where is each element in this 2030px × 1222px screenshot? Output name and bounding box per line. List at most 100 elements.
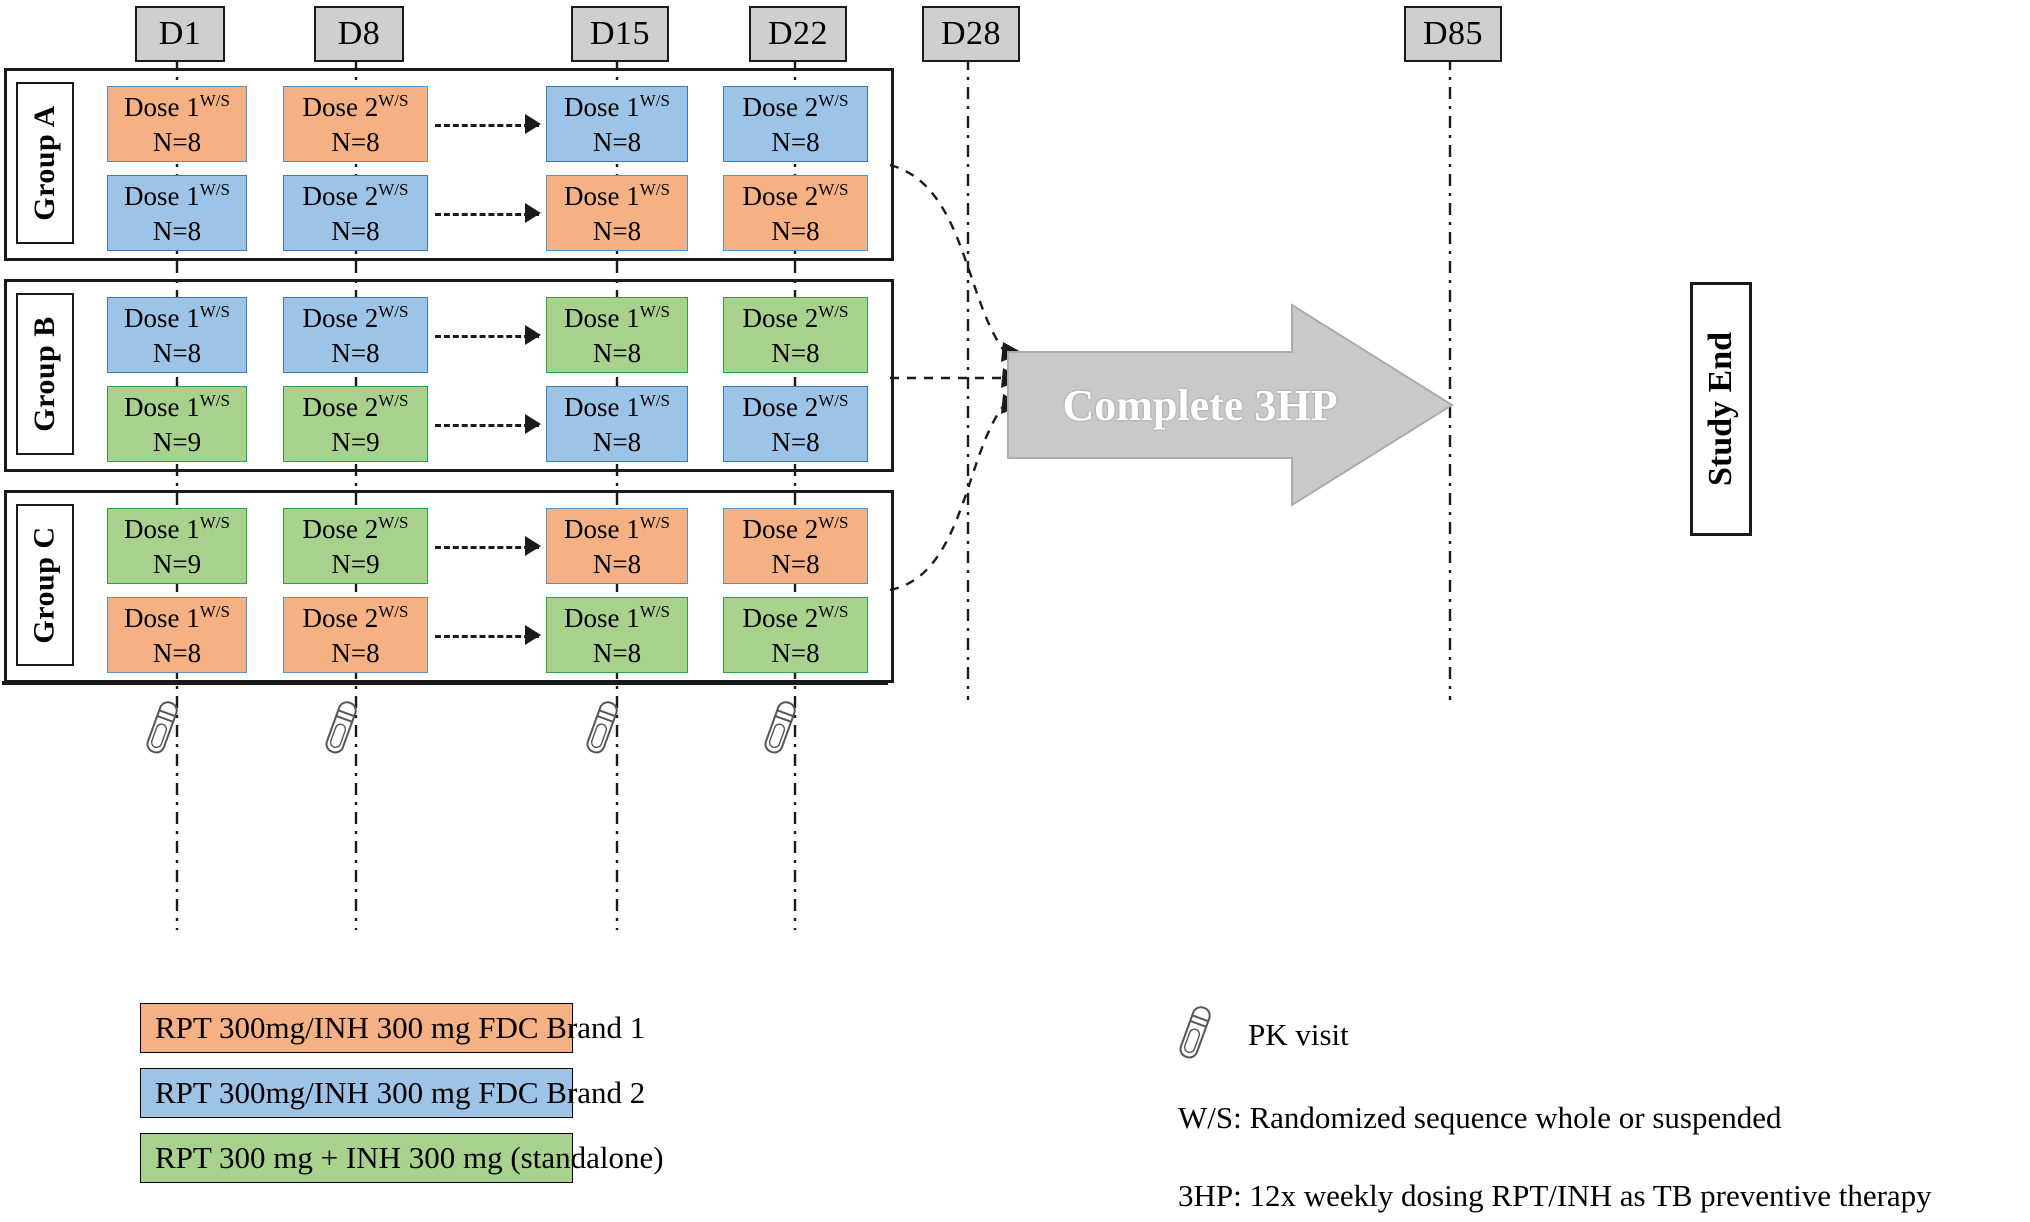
dose-label: Dose 1W/S [124,179,230,211]
day-chip-d1: D1 [135,6,225,62]
pk-baseline [2,681,888,685]
dose-box: Dose 2W/S N=9 [283,386,428,462]
legend-label: RPT 300 mg + INH 300 mg (standalone) [155,1140,664,1175]
dose-n: N=9 [152,427,202,457]
legend-label: RPT 300mg/INH 300 mg FDC Brand 1 [155,1010,646,1045]
dose-box: Dose 2W/S N=9 [283,508,428,584]
group-label-c: Group C [16,504,74,666]
dose-box: Dose 1W/S N=8 [546,297,688,373]
test-tube-icon [146,701,178,754]
dose-box: Dose 1W/S N=8 [107,86,247,162]
dose-label: Dose 2W/S [742,179,849,211]
legend-item-brand-2: RPT 300mg/INH 300 mg FDC Brand 2 [140,1068,645,1118]
dose-box: Dose 2W/S N=8 [723,297,868,373]
dose-box: Dose 1W/S N=8 [546,508,688,584]
day-chip-d15: D15 [571,6,669,62]
dose-box: Dose 1W/S N=8 [546,175,688,251]
crossover-arrow [435,536,541,556]
dose-n: N=8 [771,549,820,579]
crossover-arrow [435,203,541,223]
complete-3hp-label: Complete 3HP [1062,380,1338,430]
study-end-label: Study End [1702,331,1740,487]
feeder-group-a [889,163,1006,353]
dose-box: Dose 2W/S N=8 [723,86,868,162]
dose-box: Dose 2W/S N=8 [723,386,868,462]
dose-n: N=8 [152,216,202,246]
dose-box: Dose 1W/S N=8 [546,86,688,162]
dose-n: N=8 [592,549,642,579]
dose-n: N=8 [331,638,380,668]
test-tube-icon [586,701,618,754]
dose-n: N=9 [331,427,380,457]
dose-box: Dose 1W/S N=9 [107,508,247,584]
dose-label: Dose 1W/S [564,179,670,211]
dose-label: Dose 2W/S [302,390,409,422]
crossover-arrow [435,625,541,645]
dose-label: Dose 2W/S [302,90,409,122]
dose-label: Dose 2W/S [742,90,849,122]
dose-label: Dose 2W/S [302,179,409,211]
group-label-a: Group A [16,82,74,244]
group-label-text: Group B [28,316,61,432]
dose-box: Dose 2W/S N=8 [723,597,868,673]
dose-label: Dose 2W/S [742,390,849,422]
day-chip-d28: D28 [922,6,1020,62]
dose-box: Dose 1W/S N=8 [107,175,247,251]
day-chip-label: D28 [940,15,1002,52]
dose-box: Dose 2W/S N=8 [283,86,428,162]
day-chip-label: D15 [589,15,651,52]
dose-label: Dose 1W/S [124,301,230,333]
test-tube-icon [764,701,796,754]
dose-n: N=8 [152,638,202,668]
dose-label: Dose 1W/S [564,390,670,422]
dose-label: Dose 1W/S [564,90,670,122]
legend-item-brand-1: RPT 300mg/INH 300 mg FDC Brand 1 [140,1003,645,1053]
day-chip-d22: D22 [749,6,847,62]
day-chip-label: D22 [767,15,829,52]
feeder-group-c [889,403,1006,592]
dose-n: N=8 [771,338,820,368]
test-tube-icon [1179,1006,1211,1059]
note-ws: W/S: Randomized sequence whole or suspen… [1178,1100,1782,1135]
legend-label: RPT 300mg/INH 300 mg FDC Brand 2 [155,1075,646,1110]
dose-box: Dose 1W/S N=9 [107,386,247,462]
study-end-box: Study End [1690,282,1752,536]
dose-box: Dose 1W/S N=8 [546,597,688,673]
dose-n: N=8 [592,216,642,246]
group-label-b: Group B [16,293,74,455]
dose-label: Dose 1W/S [564,301,670,333]
dose-n: N=8 [592,127,642,157]
note-pk-visit: PK visit [1248,1017,1349,1052]
dose-n: N=8 [771,427,820,457]
dose-box: Dose 2W/S N=8 [723,508,868,584]
dose-n: N=8 [771,127,820,157]
dose-label: Dose 1W/S [124,90,230,122]
dose-n: N=8 [771,638,820,668]
dose-label: Dose 2W/S [302,601,409,633]
dose-label: Dose 1W/S [564,601,670,633]
day-chip-label: D1 [158,15,202,52]
dose-n: N=8 [592,338,642,368]
dose-n: N=8 [331,216,380,246]
group-label-text: Group A [28,105,61,221]
dose-label: Dose 1W/S [124,390,230,422]
crossover-arrow [435,414,541,434]
dose-label: Dose 2W/S [742,601,849,633]
dose-label: Dose 2W/S [742,301,849,333]
dose-label: Dose 1W/S [564,512,670,544]
legend-item-standalone: RPT 300 mg + INH 300 mg (standalone) [140,1133,664,1183]
dose-n: N=9 [152,549,202,579]
day-chip-d8: D8 [314,6,404,62]
group-frame-b [4,279,894,472]
dose-n: N=8 [592,427,642,457]
dose-n: N=8 [331,338,380,368]
dose-box: Dose 2W/S N=8 [283,297,428,373]
dose-label: Dose 1W/S [124,512,230,544]
group-frame-a [4,68,894,261]
dose-n: N=8 [152,338,202,368]
day-chip-label: D8 [337,15,381,52]
dose-n: N=8 [331,127,380,157]
dose-n: N=8 [592,638,642,668]
dose-label: Dose 2W/S [742,512,849,544]
